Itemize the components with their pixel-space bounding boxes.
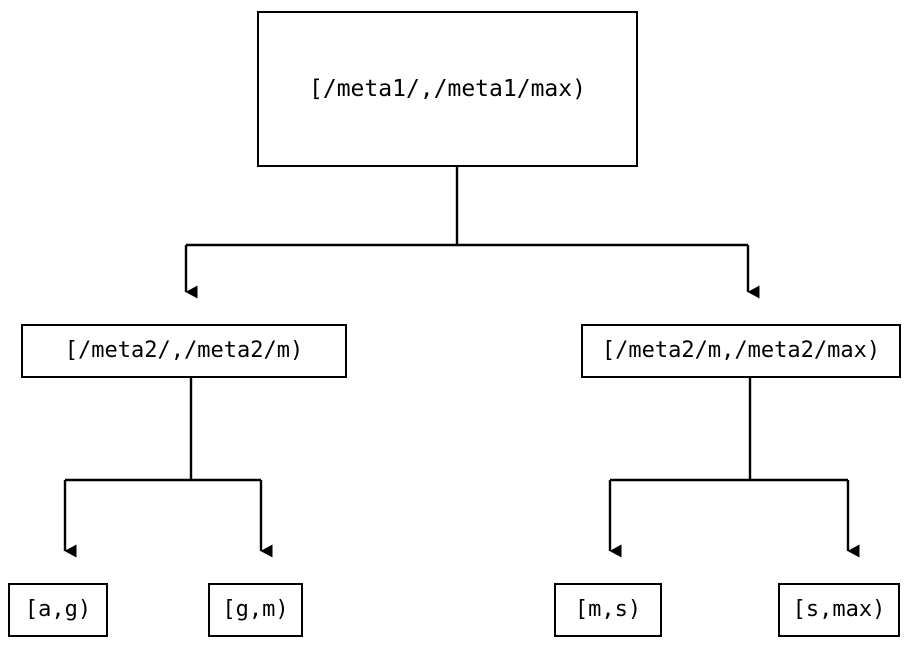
tree-node-meta2-lower[interactable]: [/meta2/,/meta2/m) xyxy=(21,324,347,378)
tree-leaf-s-max-label: [s,max) xyxy=(792,597,886,622)
tree-leaf-g-m-label: [g,m) xyxy=(222,597,289,622)
tree-leaf-a-g-label: [a,g) xyxy=(24,597,92,622)
tree-leaf-m-s-label: [m,s) xyxy=(574,597,642,622)
tree-node-meta2-upper-label: [/meta2/m,/meta2/max) xyxy=(601,338,881,363)
tree-node-meta2-upper[interactable]: [/meta2/m,/meta2/max) xyxy=(581,324,901,378)
tree-leaf-s-max[interactable]: [s,max) xyxy=(778,583,900,637)
tree-node-meta2-lower-label: [/meta2/,/meta2/m) xyxy=(64,338,304,363)
tree-node-root[interactable]: [/meta1/,/meta1/max) xyxy=(257,11,638,167)
tree-leaf-m-s[interactable]: [m,s) xyxy=(554,583,662,637)
tree-leaf-a-g[interactable]: [a,g) xyxy=(8,583,108,637)
tree-leaf-g-m[interactable]: [g,m) xyxy=(208,583,303,637)
tree-node-root-label: [/meta1/,/meta1/max) xyxy=(309,75,586,102)
